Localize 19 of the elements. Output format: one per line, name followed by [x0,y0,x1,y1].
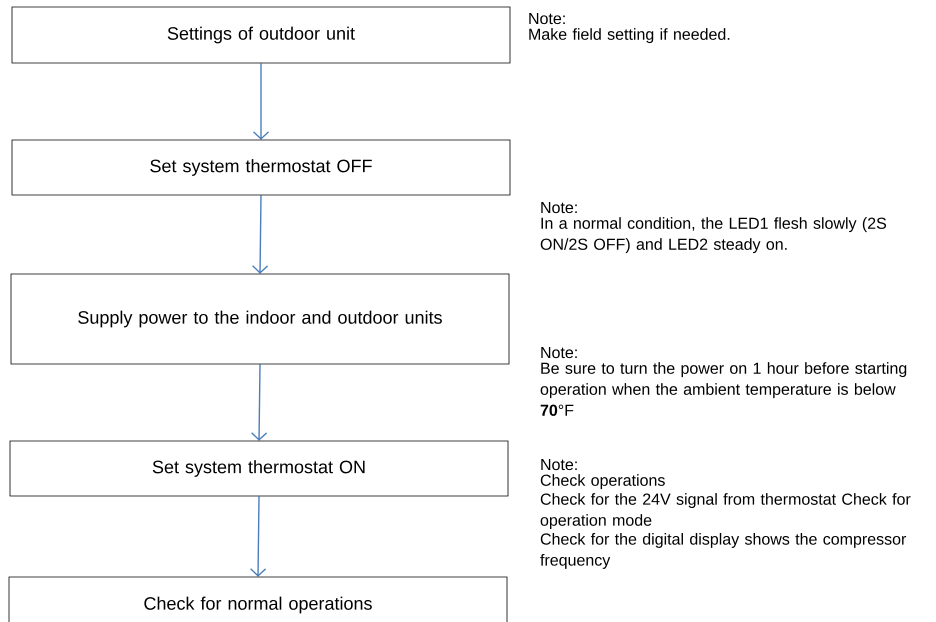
note-label: Note: [541,347,577,358]
note-label: In a normal condition, the LED1 flesh slowly (2S ON/2S OFF) and LED2 steady on. [540,217,886,254]
process-box: Supply power to the indoor and outdoor units [10,274,510,364]
note-label: Make field setting if needed. [529,28,730,44]
note-label: Check for the digital display shows the compressor frequency [540,533,906,569]
note-label: Note: [541,202,577,214]
note-label: Note: [529,13,565,24]
note-label: Check for the 24V signal from thermostat Check for operation mode [540,493,910,529]
arrow [250,496,266,577]
process-box: Set system thermostat ON [10,440,508,496]
process-box: Check for normal operations [8,576,508,622]
process-box: Settings of outdoor unit [12,6,510,64]
note-label: Be sure to turn the power on 1 hour before starting operation when the ambient temperature is below 70°F [540,362,906,416]
note-label: Note: [541,459,577,470]
note-label: Check operations [540,474,665,490]
arrow [253,63,269,140]
arrow [251,364,268,441]
arrow [252,195,268,274]
process-box: Set system thermostat OFF [12,140,510,196]
